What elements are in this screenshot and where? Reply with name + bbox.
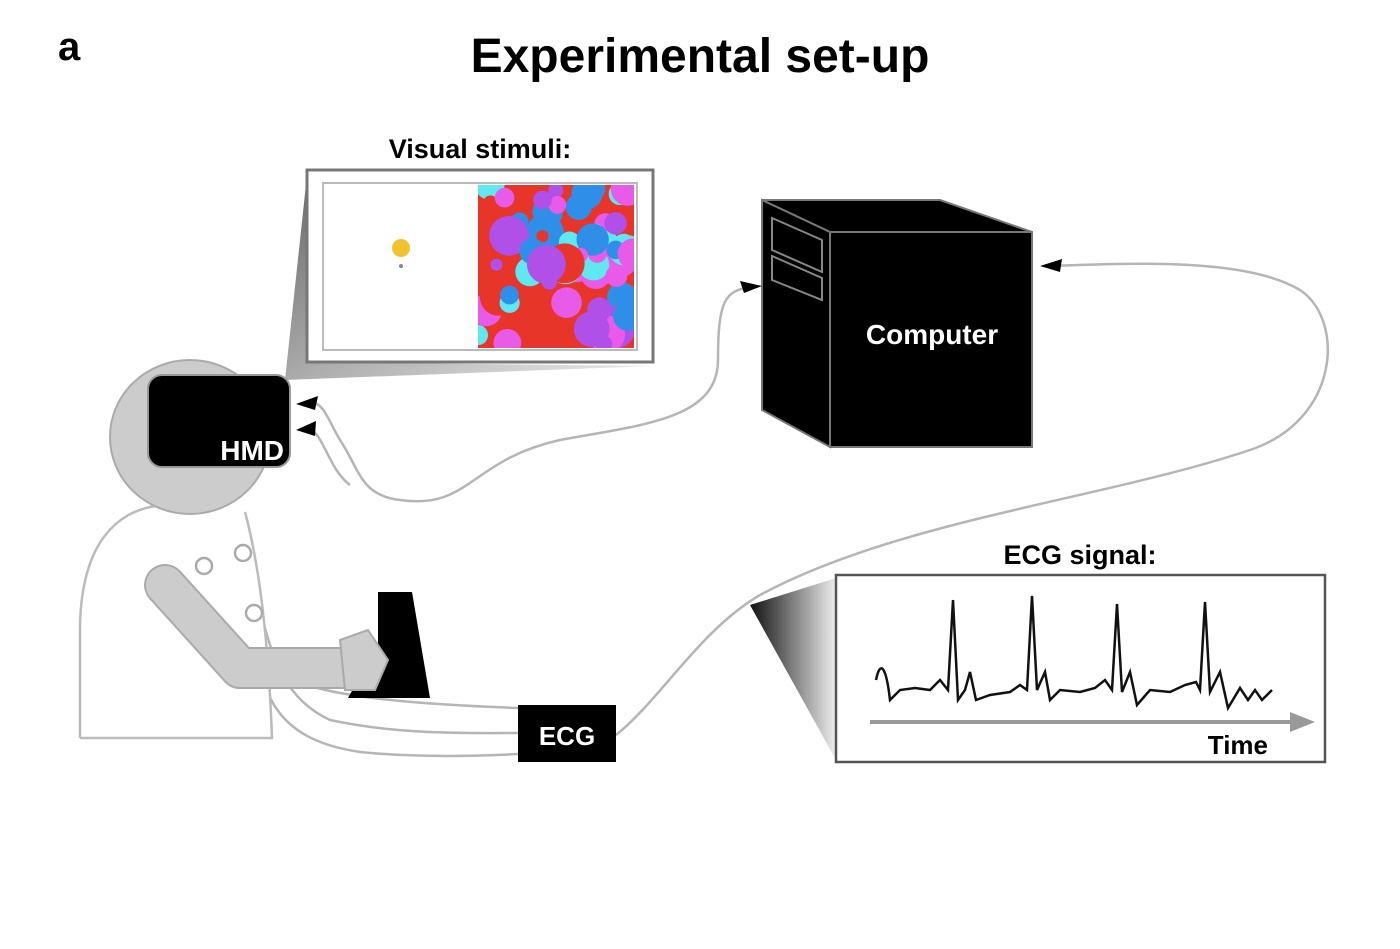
hmd-cable — [311, 285, 753, 503]
stimulus-blob — [489, 216, 529, 256]
fixation-dot — [392, 239, 410, 257]
stimulus-blob — [494, 187, 515, 208]
fixation-point — [399, 264, 403, 268]
time-axis-label: Time — [1208, 730, 1268, 760]
stimulus-blob — [548, 195, 567, 214]
drive-bay-icon — [771, 216, 823, 274]
arrowhead-icon — [1040, 259, 1062, 272]
stimulus-blob — [604, 212, 627, 235]
projection-wedge — [750, 578, 836, 760]
stimulus-blob — [551, 287, 582, 318]
ecg-trace — [874, 595, 1273, 712]
participant: HMD — [78, 359, 430, 740]
arrowhead-icon — [740, 281, 762, 293]
electrode — [194, 556, 214, 576]
stimulus-blob — [483, 195, 498, 210]
stimulus-blob — [526, 244, 566, 284]
arrowhead-icon — [296, 396, 318, 410]
electrode — [233, 543, 253, 563]
time-axis-arrow-icon — [1290, 712, 1315, 732]
ecg-signal-frame — [834, 573, 1327, 764]
stimulus-blob — [536, 230, 549, 243]
hmd-cable-branch — [311, 429, 351, 486]
computer: Computer — [761, 198, 1033, 449]
hmd-label: HMD — [220, 435, 284, 466]
ecg-device-label: ECG — [539, 721, 595, 751]
ecg-signal-panel: ECG signal: Time — [750, 540, 1327, 764]
ecg-device — [518, 705, 616, 762]
computer-front — [829, 231, 1033, 448]
participant-arm — [146, 566, 374, 687]
figure-title: Experimental set-up — [471, 30, 930, 83]
electrode — [244, 603, 264, 623]
stimulus-blob — [565, 194, 592, 221]
computer-label: Computer — [866, 319, 998, 350]
arrowhead-icon — [296, 421, 316, 436]
visual-stimuli-label: Visual stimuli: — [389, 134, 572, 164]
ecg-cable — [615, 262, 1329, 736]
stimulus-blob — [493, 328, 522, 348]
drive-bay-icon — [771, 254, 823, 302]
stimulus-blob — [490, 258, 503, 271]
ecg-signal-label: ECG signal: — [1003, 540, 1156, 570]
stimulus-blob — [533, 190, 552, 210]
stimulus-blob — [478, 325, 489, 346]
stimulus-blob — [500, 285, 519, 305]
panel-label: a — [58, 25, 81, 69]
joystick — [348, 592, 430, 698]
stimulus-blob — [605, 265, 628, 288]
stimulus-blob — [584, 185, 606, 200]
stimulus-blob — [610, 185, 634, 206]
hmd-headset — [147, 374, 291, 468]
stimulus-blob — [612, 300, 634, 331]
stimulus-blob — [617, 238, 634, 270]
stimulus-blob — [573, 311, 610, 348]
stimulus-blob — [576, 223, 609, 256]
participant-hand — [338, 628, 390, 691]
stimulus-blob — [548, 185, 564, 198]
visual-stimuli-display: Visual stimuli: — [285, 134, 655, 380]
colored-noise-stimulus — [478, 185, 634, 348]
